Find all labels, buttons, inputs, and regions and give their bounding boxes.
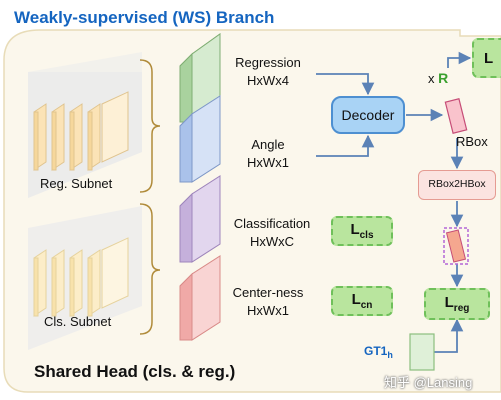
watermark: 知乎 @Lansing bbox=[384, 375, 473, 390]
loss-cn-main: L bbox=[351, 291, 361, 308]
cls-subnet-label: Cls. Subnet bbox=[44, 314, 112, 329]
loss-top-right-main: L bbox=[484, 50, 494, 67]
loss-cls: Lcls bbox=[331, 216, 393, 246]
loss-top-right: L bbox=[472, 38, 501, 78]
gt-label: GT1h bbox=[364, 344, 393, 360]
reg-subnet-label: Reg. Subnet bbox=[40, 176, 113, 191]
arrow-regression-to-decoder bbox=[316, 73, 375, 96]
cls-subnet-blocks bbox=[33, 237, 129, 317]
decoder-box: Decoder bbox=[331, 96, 405, 134]
loss-reg-main: L bbox=[444, 294, 454, 311]
angle-name: Angle bbox=[251, 137, 285, 152]
centerness-shape: HxWx1 bbox=[247, 303, 289, 318]
loss-cls-sub: cls bbox=[359, 230, 374, 241]
classification-name: Classification bbox=[233, 216, 311, 231]
branch-title: Weakly-supervised (WS) Branch bbox=[14, 8, 275, 27]
loss-reg: Lreg bbox=[424, 288, 490, 320]
rbox-shape bbox=[444, 98, 468, 134]
rbox-label: RBox bbox=[456, 134, 488, 149]
rbox2hbox-box: RBox2HBox bbox=[418, 170, 496, 200]
gt-label-main: GT1 bbox=[364, 344, 388, 358]
arrow-xr-to-lossbox bbox=[447, 51, 472, 68]
angle-block bbox=[179, 95, 221, 183]
shared-head-title: Shared Head (cls. & reg.) bbox=[34, 362, 236, 381]
regression-shape: HxWx4 bbox=[247, 73, 289, 88]
reg-subnet-blocks bbox=[33, 91, 129, 171]
gt-label-sub: h bbox=[387, 350, 393, 360]
regression-name: Regression bbox=[235, 55, 301, 70]
arrow-angle-to-decoder bbox=[316, 134, 375, 157]
loss-cn-sub: cn bbox=[360, 300, 373, 311]
loss-reg-sub: reg bbox=[453, 303, 470, 314]
angle-shape: HxWx1 bbox=[247, 155, 289, 170]
cls-brace bbox=[139, 203, 161, 335]
classification-shape: HxWxC bbox=[249, 234, 295, 249]
xr-r: R bbox=[438, 70, 449, 86]
arrow-gt-to-lreg bbox=[434, 318, 464, 353]
xr-x: x bbox=[428, 71, 435, 86]
xr-label: x R bbox=[428, 70, 448, 86]
gt-box bbox=[409, 333, 435, 371]
loss-cn: Lcn bbox=[331, 286, 393, 316]
centerness-block bbox=[179, 255, 221, 341]
centerness-name: Center-ness bbox=[232, 285, 304, 300]
reg-brace bbox=[139, 59, 161, 193]
hbox-shape bbox=[443, 227, 469, 265]
classification-block bbox=[179, 175, 221, 263]
loss-cls-main: L bbox=[350, 221, 360, 238]
